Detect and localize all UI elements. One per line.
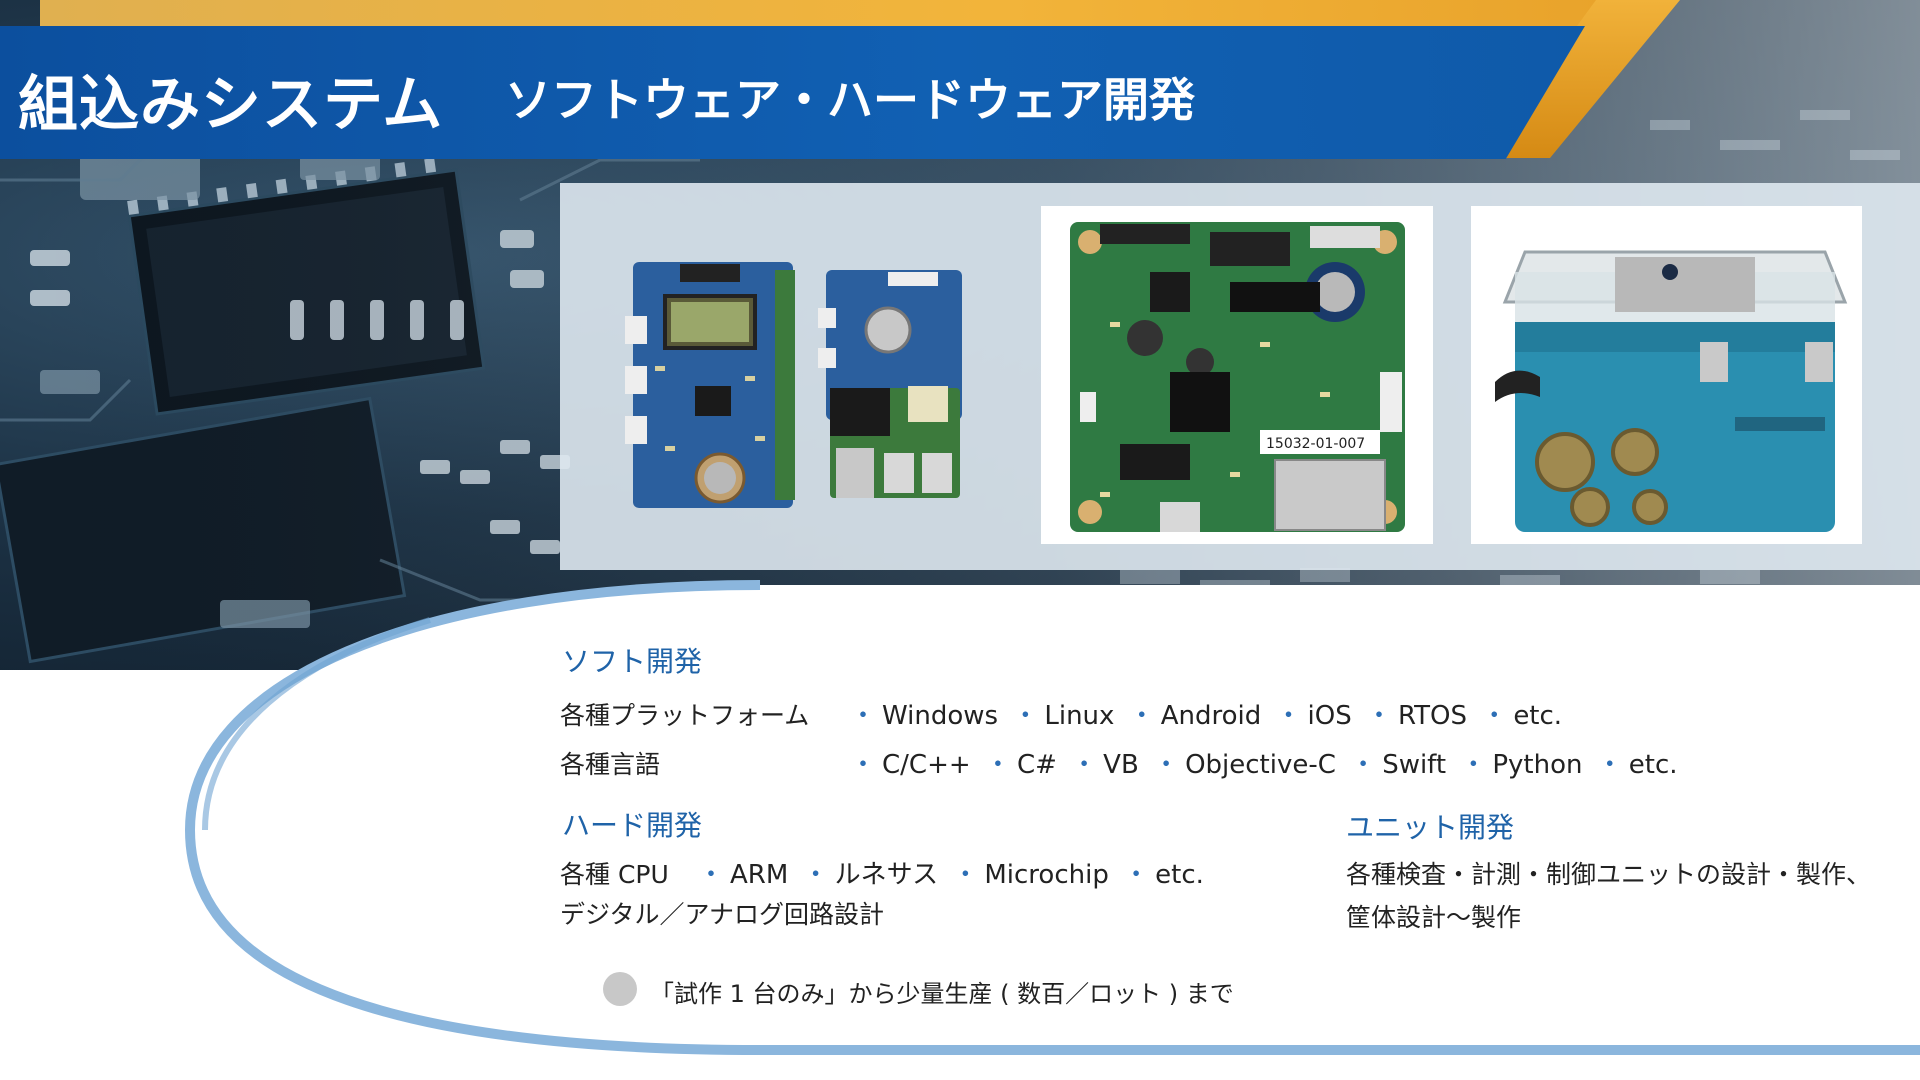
- language-item: C#: [1016, 750, 1057, 780]
- cpu-item: etc.: [1155, 860, 1204, 890]
- header-accent-bar: [40, 0, 1640, 26]
- circuit-design-text: デジタル／アナログ回路設計: [560, 900, 885, 929]
- unit-description-line2: 筐体設計〜製作: [1346, 903, 1522, 932]
- note-bullet-icon: [603, 972, 637, 1006]
- platform-item: Linux: [1044, 701, 1115, 731]
- compact-board-photo: [818, 270, 962, 498]
- cpu-item: ルネサス: [834, 860, 939, 890]
- page-subtitle: ソフトウェア・ハードウェア開発: [505, 73, 1195, 127]
- title-bar: [0, 26, 1585, 159]
- platform-item: Android: [1160, 701, 1262, 731]
- platform-list: ・Windows ・Linux ・Android ・iOS ・RTOS ・etc…: [850, 701, 1563, 731]
- hard-dev-heading: ハード開発: [562, 809, 703, 842]
- platform-item: iOS: [1307, 701, 1352, 731]
- page-title: 組込みシステム: [18, 70, 444, 140]
- language-item: Objective-C: [1185, 750, 1336, 780]
- language-label: 各種言語: [560, 750, 661, 779]
- language-item: VB: [1103, 750, 1139, 780]
- platform-label: 各種プラットフォーム: [560, 701, 810, 730]
- platform-item: Windows: [882, 701, 999, 731]
- language-item: etc.: [1628, 750, 1678, 780]
- language-item: C/C++: [882, 750, 971, 780]
- production-note: 「試作 1 台のみ」から少量生産 ( 数百／ロット ) まで: [650, 980, 1234, 1008]
- language-item: Swift: [1382, 750, 1447, 780]
- green-board-photo: 15032-01-007: [1070, 222, 1405, 532]
- unit-dev-heading: ユニット開発: [1346, 811, 1515, 844]
- language-list: ・C/C++ ・C# ・VB ・Objective-C ・Swift ・Pyth…: [850, 750, 1678, 780]
- cpu-label: 各種 CPU: [560, 860, 669, 889]
- unit-description-line1: 各種検査・計測・制御ユニットの設計・製作、: [1346, 860, 1872, 889]
- cpu-item: Microchip: [984, 860, 1109, 890]
- soft-dev-heading: ソフト開発: [562, 645, 703, 678]
- platform-item: RTOS: [1398, 701, 1468, 731]
- waterproof-case-photo: [1495, 250, 1848, 532]
- board-label: 15032-01-007: [1266, 436, 1365, 452]
- platform-item: etc.: [1513, 701, 1563, 731]
- lcd-board-photo: [625, 262, 795, 508]
- language-item: Python: [1492, 750, 1583, 780]
- cpu-list: ・ARM ・ルネサス ・Microchip ・etc.: [698, 860, 1204, 890]
- cpu-item: ARM: [730, 860, 789, 890]
